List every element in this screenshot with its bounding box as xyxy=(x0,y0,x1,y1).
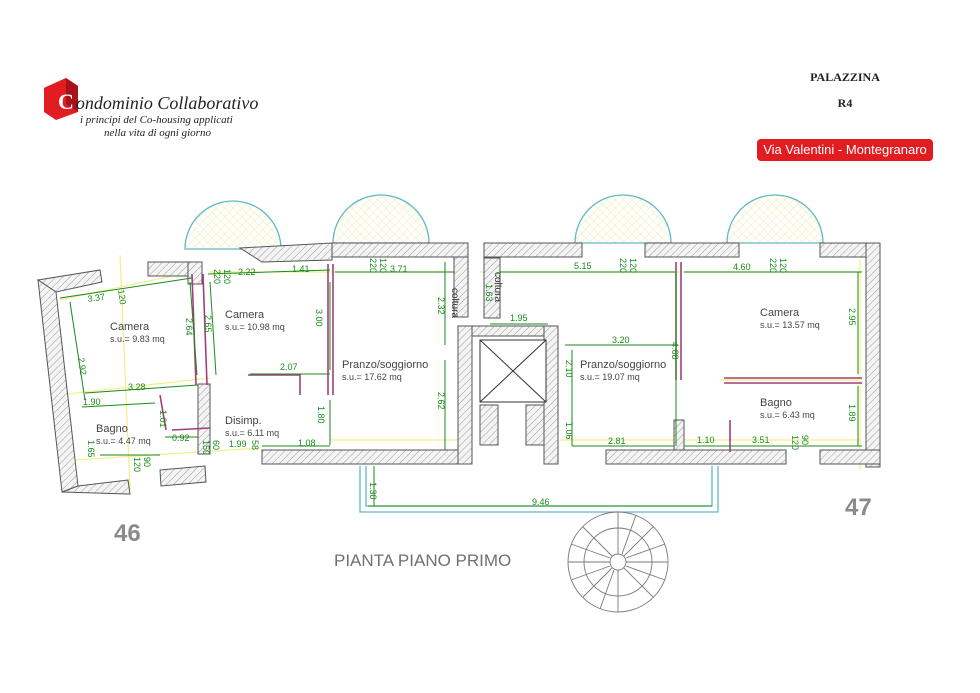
dim-264: 2.64 xyxy=(184,318,194,336)
room-pranzo-right-area: s.u.= 19.07 mq xyxy=(580,372,640,382)
dim-130: 1.30 xyxy=(368,482,378,500)
room-camera-right-area: s.u.= 13.57 mq xyxy=(760,320,820,330)
room-pranzo-left-name: Pranzo/soggiorno xyxy=(342,359,428,371)
w-90-a: 90 xyxy=(142,457,152,467)
w-150: 150 xyxy=(201,440,211,455)
room-disimp-name: Disimp. xyxy=(225,415,262,427)
room-disimp-area: s.u.= 6.11 mq xyxy=(225,428,279,438)
dim-210: 2.10 xyxy=(564,360,574,378)
dim-141: 1.41 xyxy=(292,264,310,274)
w-120-d: 120 xyxy=(628,258,638,273)
coltura-left: coltura xyxy=(449,288,460,318)
room-bagno-left-area: s.u.= 4.47 mq xyxy=(96,436,151,446)
unit-number-47: 47 xyxy=(845,494,872,521)
brand-tagline-2: nella vita di ogni giorno xyxy=(104,127,211,139)
room-camera-mid-area: s.u.= 10.98 mq xyxy=(225,322,285,332)
room-camera-left-name: Camera xyxy=(110,321,150,333)
dim-165: 1.65 xyxy=(86,440,96,458)
w-120-f: 120 xyxy=(132,457,142,472)
dim-300: 3.00 xyxy=(314,309,324,327)
dimension-lines xyxy=(59,262,862,507)
brand-tagline-1: i principi del Co-housing applicati xyxy=(80,114,233,126)
w-220-c: 220 xyxy=(618,258,628,273)
building-code: R4 xyxy=(837,96,853,110)
dimension-labels: 3.37 2.92 2.64 2.65 3.28 1.90 1.01 0.92 … xyxy=(76,258,857,507)
room-bagno-right-area: s.u.= 6.43 mq xyxy=(760,410,815,420)
w-220-a: 220 xyxy=(212,269,222,284)
address-badge: Via Valentini - Montegranaro xyxy=(757,139,933,161)
unit-number-46: 46 xyxy=(114,520,141,547)
dim-946: 9.46 xyxy=(532,497,550,507)
w-220-d: 220 xyxy=(768,258,778,273)
dim-295: 2.95 xyxy=(847,308,857,326)
dim-189: 1.89 xyxy=(847,404,857,422)
dim-180: 1.80 xyxy=(316,406,326,424)
dim-337: 3.37 xyxy=(87,292,106,304)
walls xyxy=(36,242,881,495)
dim-163: 1.63 xyxy=(484,284,494,302)
brand-title-text: ondominio Collaborativo xyxy=(75,93,259,113)
w-120-c: 120 xyxy=(378,258,388,273)
room-pranzo-left-area: s.u.= 17.62 mq xyxy=(342,372,402,382)
w-120-e: 120 xyxy=(778,258,788,273)
room-camera-mid-name: Camera xyxy=(225,309,265,321)
dim-515: 5.15 xyxy=(574,261,592,271)
w-220-b: 220 xyxy=(368,258,378,273)
dim-262: 2.62 xyxy=(436,392,446,410)
elevator xyxy=(479,339,547,403)
room-labels: Camera s.u.= 9.83 mq Camera s.u.= 10.98 … xyxy=(96,307,820,446)
dim-468: 4.68 xyxy=(670,342,680,360)
building-label: PALAZZINA xyxy=(810,70,880,84)
dim-320: 3.20 xyxy=(612,335,630,345)
room-pranzo-right-name: Pranzo/soggiorno xyxy=(580,359,666,371)
dim-292: 2.92 xyxy=(76,357,88,376)
plan-title: PIANTA PIANO PRIMO xyxy=(334,551,511,570)
coltura-labels: coltura coltura xyxy=(449,272,503,318)
w-120-b: 120 xyxy=(222,269,232,284)
brand-logo-letter: C xyxy=(58,89,74,114)
w-60: 60 xyxy=(211,440,221,450)
balconies xyxy=(184,194,824,250)
room-camera-right-name: Camera xyxy=(760,307,800,319)
room-bagno-left-name: Bagno xyxy=(96,423,128,435)
dim-328: 3.28 xyxy=(128,382,146,392)
dim-106: 1.06 xyxy=(564,422,574,440)
dim-281: 2.81 xyxy=(608,436,626,446)
dim-232: 2.32 xyxy=(436,297,446,315)
partitions xyxy=(159,262,862,452)
dim-108: 1.08 xyxy=(298,438,316,448)
dim-371: 3.71 xyxy=(390,264,408,274)
spiral-stair xyxy=(567,511,669,613)
room-bagno-right-name: Bagno xyxy=(760,397,792,409)
dim-101: 1.01 xyxy=(158,410,168,428)
dim-195: 1.95 xyxy=(510,313,528,323)
dim-351: 3.51 xyxy=(752,435,770,445)
w-120-g: 120 xyxy=(790,435,800,450)
w-58: 58 xyxy=(250,440,260,450)
coltura-right: coltura xyxy=(492,272,503,302)
dim-092: 0.92 xyxy=(172,433,190,443)
dim-460: 4.60 xyxy=(733,262,751,272)
w-120-a: 120 xyxy=(116,289,128,305)
w-90-b: 90 xyxy=(800,435,810,445)
dim-199: 1.99 xyxy=(229,439,247,449)
brand-logo xyxy=(40,76,80,122)
room-camera-left-area: s.u.= 9.83 mq xyxy=(110,334,165,344)
dim-190: 1.90 xyxy=(83,397,101,407)
dim-207: 2.07 xyxy=(280,362,298,372)
dim-222: 2.22 xyxy=(238,267,256,277)
dim-265: 2.65 xyxy=(203,315,213,333)
dim-110: 1.10 xyxy=(697,435,715,445)
